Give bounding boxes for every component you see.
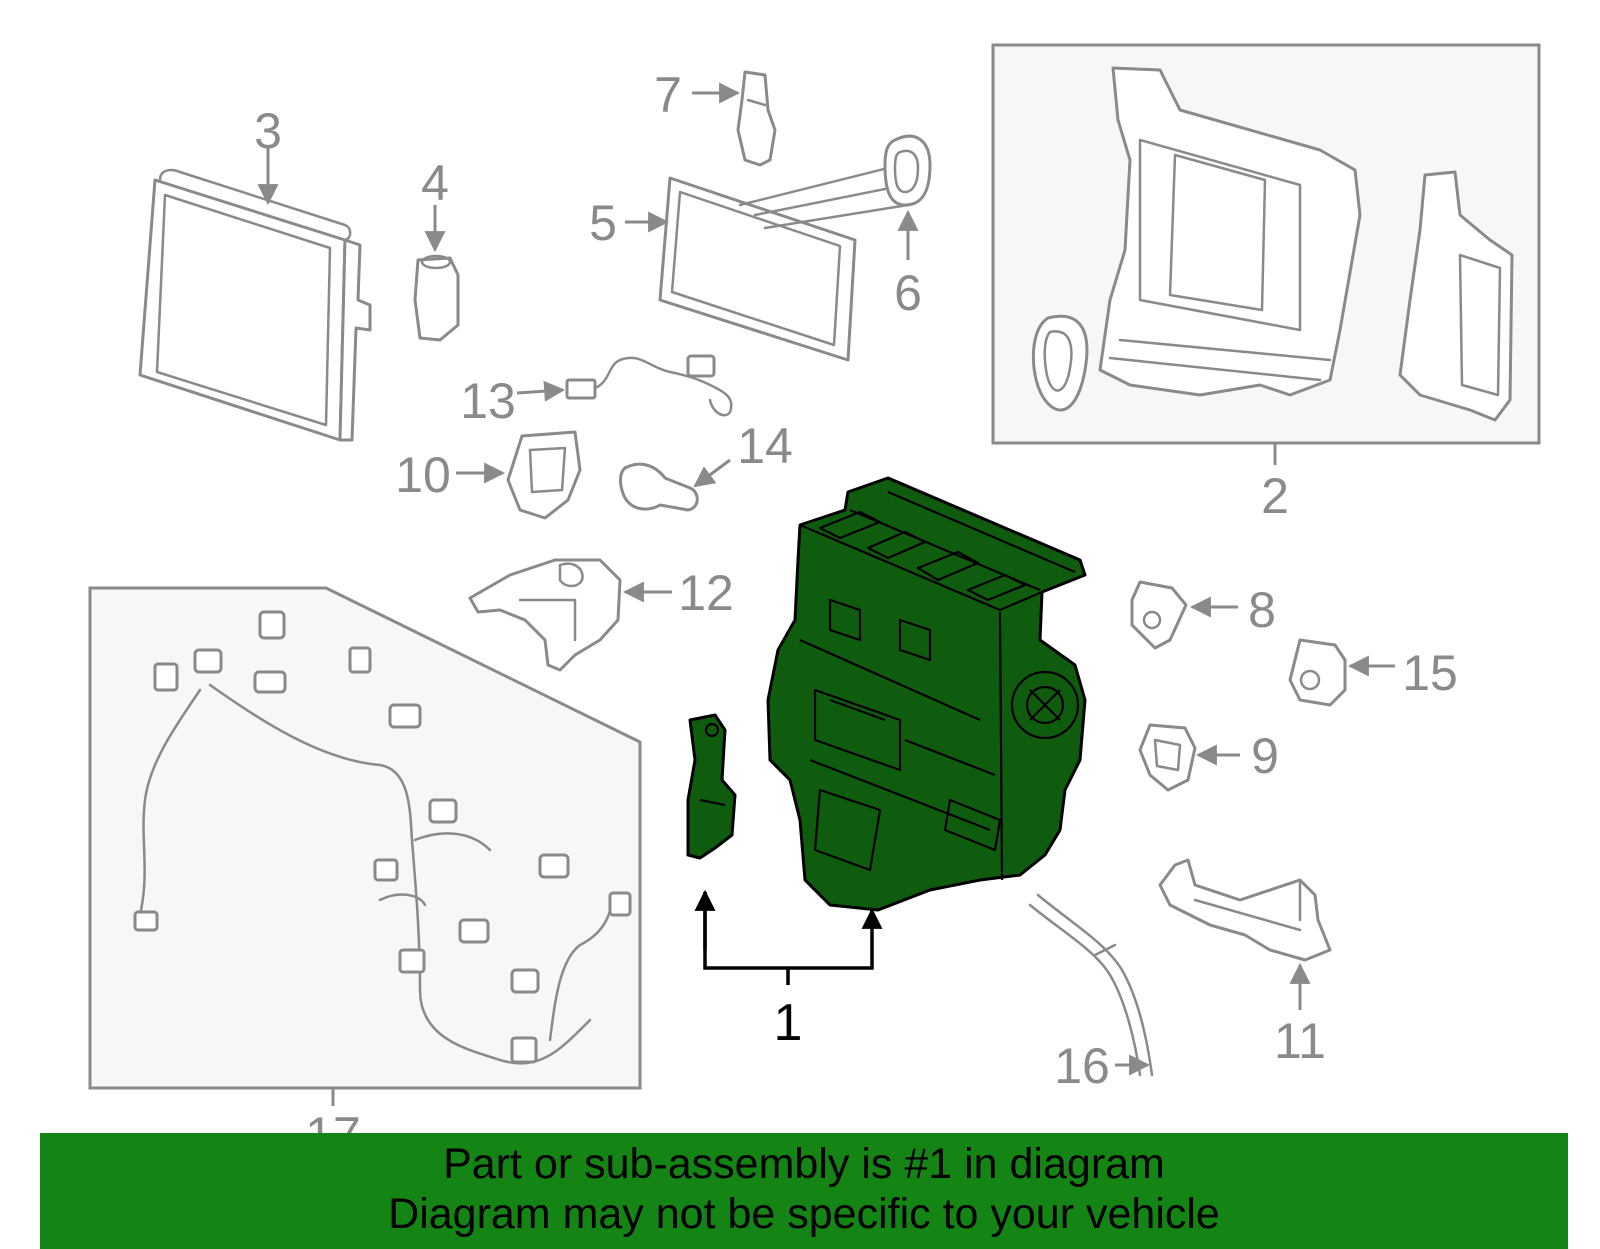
part-10-actuator — [506, 430, 582, 520]
part-14-sensor — [619, 462, 699, 512]
callout-13: 13 — [460, 373, 516, 429]
callout-6: 6 — [894, 265, 922, 321]
callout-5: 5 — [589, 195, 617, 251]
part-2-side-duct — [1398, 170, 1514, 422]
callout-15: 15 — [1402, 645, 1458, 701]
part-2-seal-ring — [1031, 314, 1089, 412]
part-4-sensor — [413, 254, 460, 342]
callout-12: 12 — [678, 565, 734, 621]
part-2-case-assembly — [991, 43, 1541, 445]
part-17-wire-harness — [88, 586, 642, 1090]
part-7-bracket — [736, 70, 777, 167]
part-3-evaporator — [138, 168, 372, 442]
part-1-heater-unit — [766, 476, 1087, 912]
part-5-heater-core — [658, 163, 910, 362]
part-1-side-bracket — [686, 713, 737, 860]
info-banner: Part or sub-assembly is #1 in diagram Di… — [40, 1133, 1568, 1249]
callout-3: 3 — [254, 103, 282, 159]
callout-8: 8 — [1248, 582, 1276, 638]
part-17-frame — [88, 586, 642, 1090]
part-8-sensor — [1130, 580, 1188, 650]
banner-line-2: Diagram may not be specific to your vehi… — [388, 1190, 1220, 1238]
callout-16: 16 — [1054, 1038, 1110, 1094]
callout-7: 7 — [654, 67, 682, 123]
part-13-thermistor — [565, 354, 733, 417]
part-11-duct — [1158, 858, 1332, 962]
part-6-grommet — [883, 134, 932, 207]
part-9-actuator — [1138, 723, 1197, 792]
callout-14: 14 — [737, 418, 793, 474]
callout-11: 11 — [1274, 1013, 1326, 1069]
part-1-main-case — [766, 476, 1087, 912]
part-2-housing — [1098, 66, 1362, 397]
callout-9: 9 — [1251, 728, 1279, 784]
part-16-drain-hose — [1028, 893, 1154, 1077]
part-12-mount — [468, 558, 622, 672]
part-15-connector — [1288, 638, 1347, 707]
callout-1: 1 — [774, 994, 803, 1052]
callout-4: 4 — [421, 155, 449, 211]
callout-2: 2 — [1261, 468, 1289, 524]
callout-10: 10 — [395, 447, 451, 503]
banner-line-1: Part or sub-assembly is #1 in diagram — [443, 1140, 1165, 1188]
